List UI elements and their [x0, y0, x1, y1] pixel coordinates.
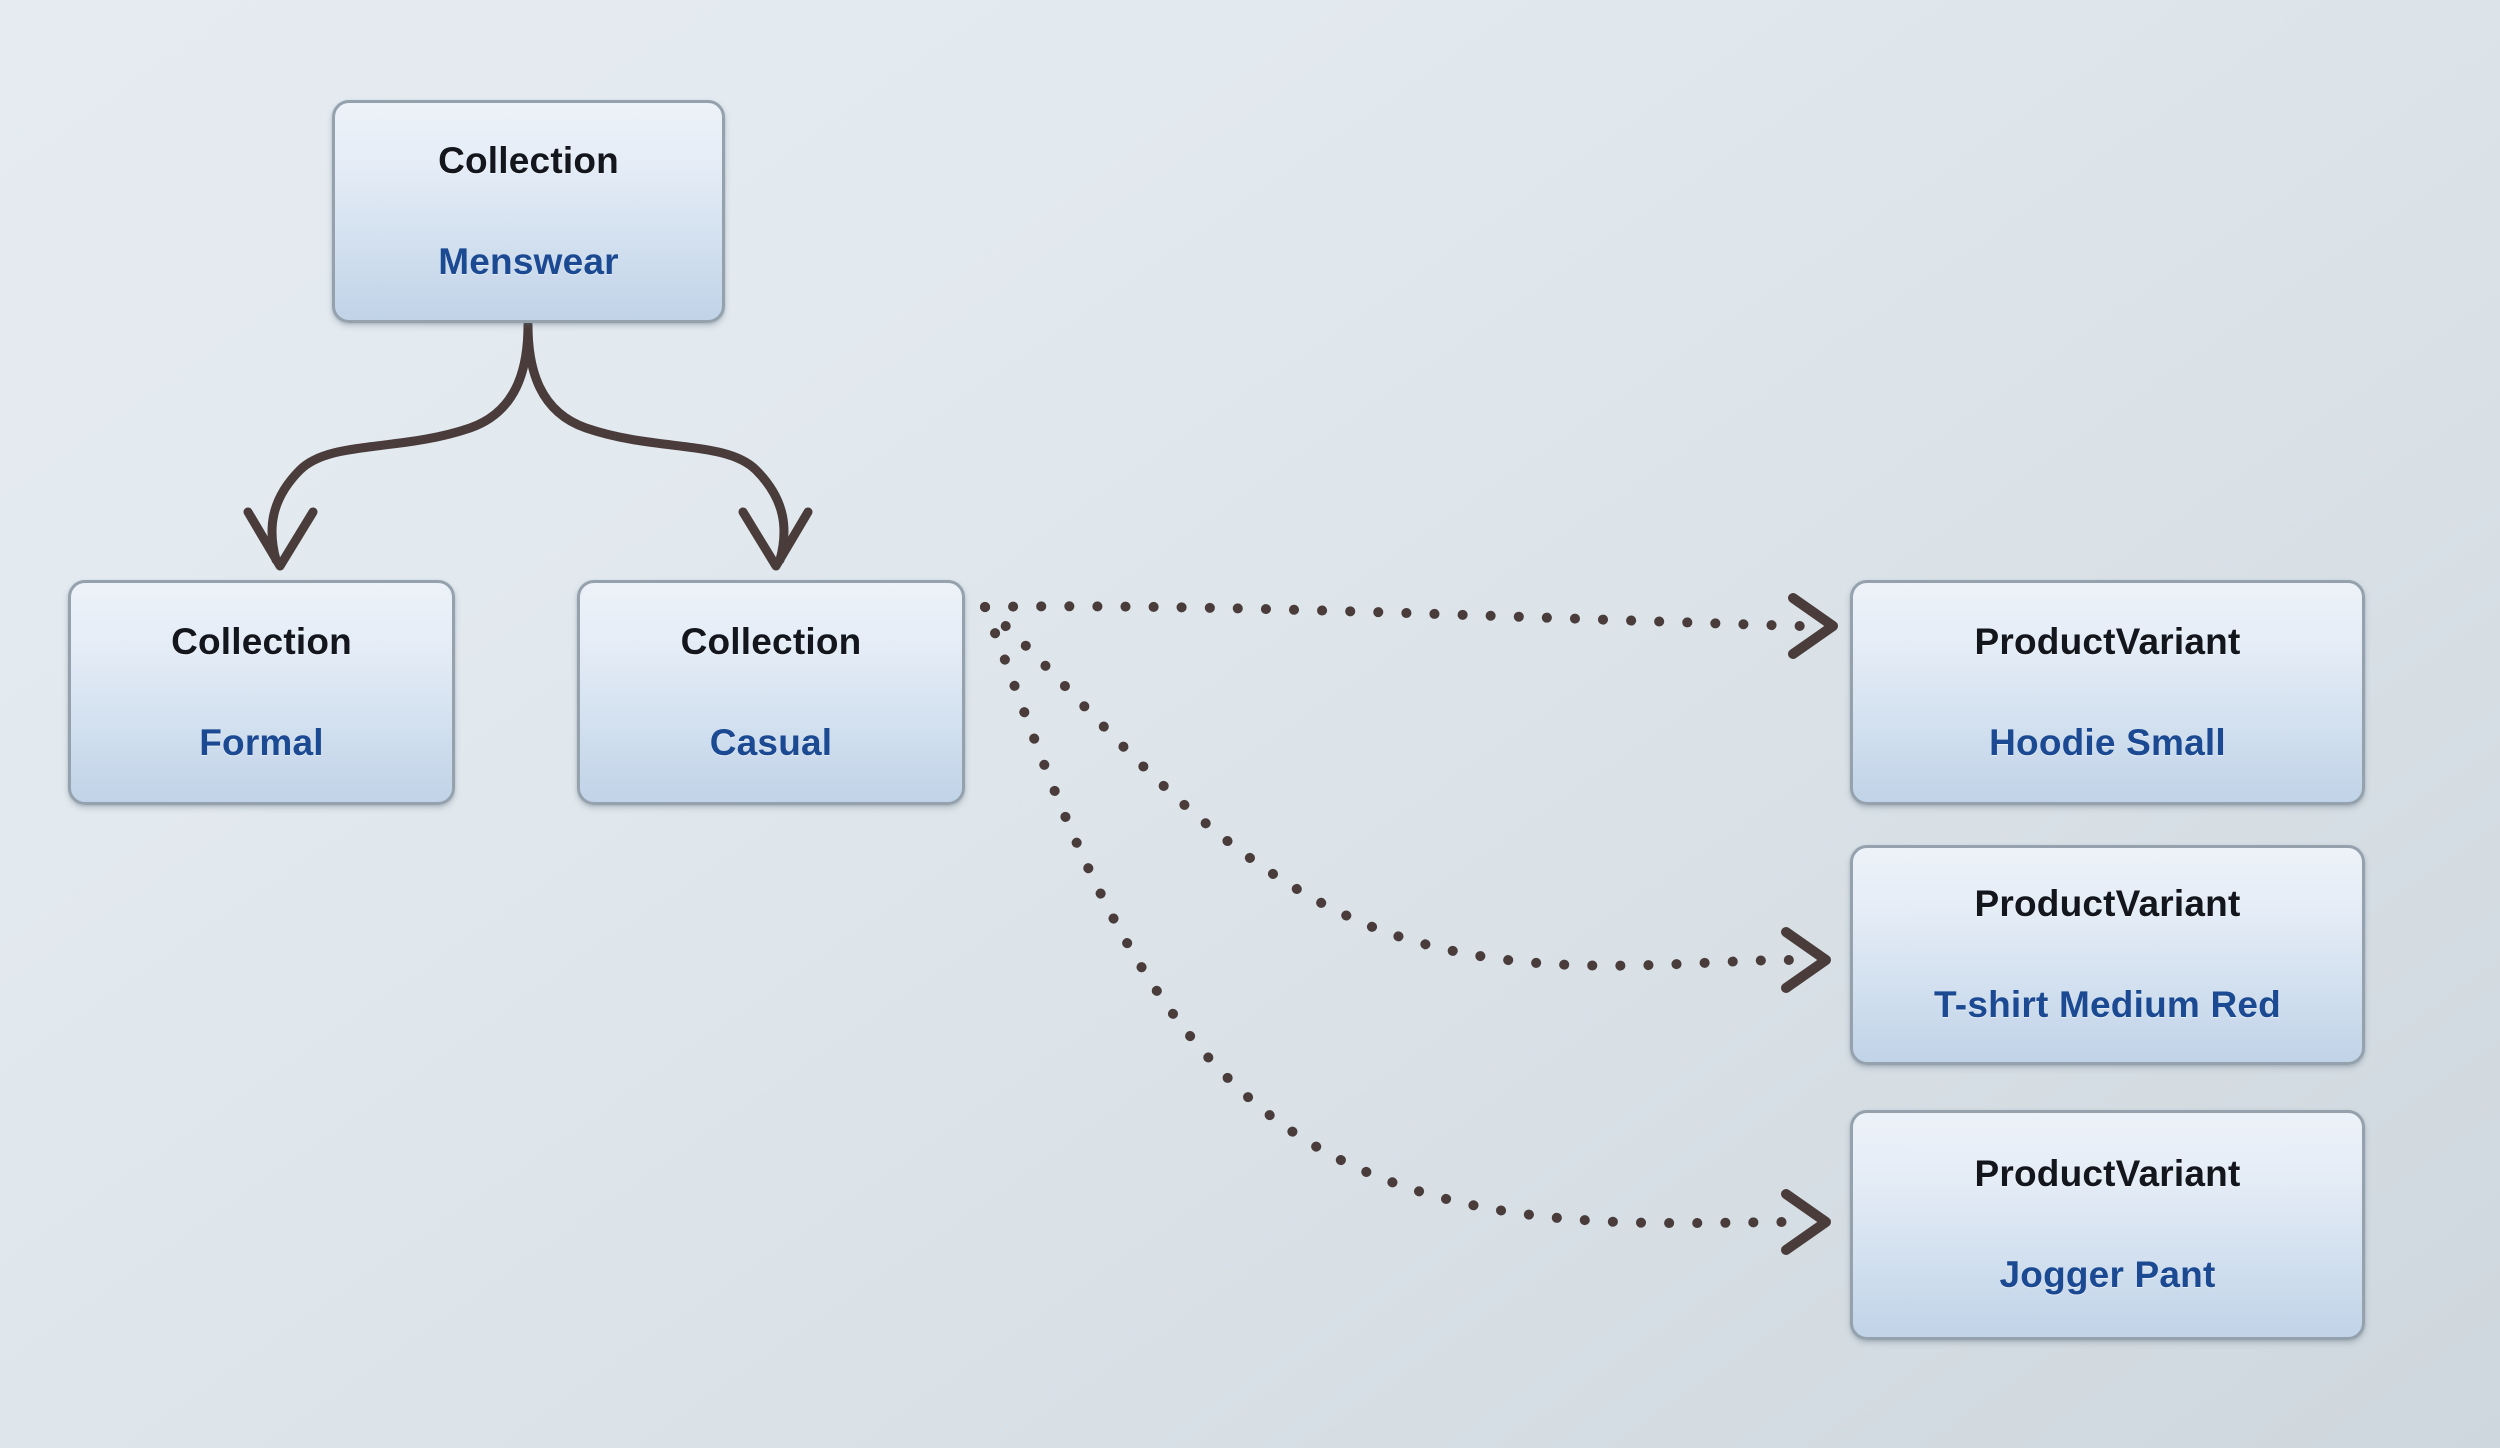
node-collection-menswear[interactable]: Collection Menswear — [332, 100, 725, 323]
node-type-label: ProductVariant — [1974, 620, 2241, 662]
node-collection-formal[interactable]: Collection Formal — [68, 580, 455, 805]
node-name-label: Menswear — [438, 240, 619, 282]
node-name-label: Jogger Pant — [1999, 1254, 2216, 1295]
node-type-label: Collection — [680, 620, 862, 662]
node-name-label: Hoodie Small — [1989, 721, 2226, 763]
edge-menswear-to-casual — [523, 320, 813, 571]
node-type-label: Collection — [438, 139, 619, 181]
node-productvariant-hoodie-small[interactable]: ProductVariant Hoodie Small — [1850, 580, 2365, 805]
node-collection-casual[interactable]: Collection Casual — [577, 580, 965, 805]
node-productvariant-tshirt-medium-red[interactable]: ProductVariant T-shirt Medium Red — [1850, 845, 2365, 1065]
node-type-label: Collection — [171, 620, 352, 662]
edge-casual-to-jogger — [980, 602, 1831, 1255]
edge-casual-to-tshirt — [980, 602, 1831, 993]
node-type-label: ProductVariant — [1974, 883, 2241, 925]
node-name-label: Formal — [199, 721, 324, 763]
node-productvariant-jogger-pant[interactable]: ProductVariant Jogger Pant — [1850, 1110, 2365, 1340]
edge-casual-to-hoodie — [980, 593, 1838, 659]
node-type-label: ProductVariant — [1974, 1153, 2241, 1195]
node-name-label: T-shirt Medium Red — [1934, 984, 2281, 1025]
node-name-label: Casual — [709, 721, 833, 763]
edge-menswear-to-formal — [243, 320, 533, 571]
